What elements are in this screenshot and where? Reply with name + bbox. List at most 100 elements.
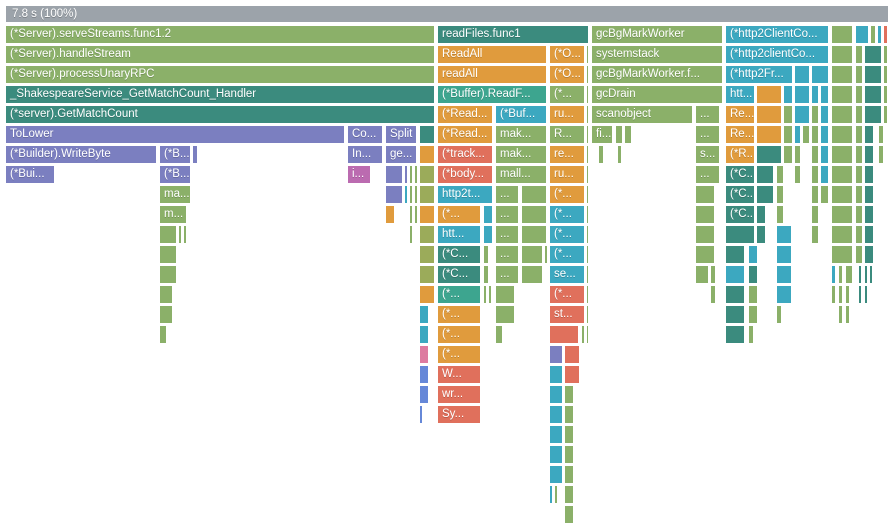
flame-frame-unlabeled[interactable]	[831, 185, 853, 204]
flame-frame-unlabeled[interactable]	[811, 205, 819, 224]
flame-frame[interactable]: Co...	[347, 125, 383, 144]
flame-frame-unlabeled[interactable]	[776, 165, 784, 184]
flame-frame[interactable]: (*...	[549, 85, 585, 104]
flame-frame-unlabeled[interactable]	[748, 325, 754, 344]
flame-frame[interactable]: ReadAll	[437, 45, 547, 64]
flame-frame[interactable]: (*R...	[725, 145, 755, 164]
flame-frame[interactable]: _ShakespeareService_GetMatchCount_Handle…	[5, 85, 435, 104]
flame-frame[interactable]: (*...	[549, 225, 585, 244]
flame-frame-unlabeled[interactable]	[855, 185, 863, 204]
flame-frame-unlabeled[interactable]	[586, 325, 589, 344]
flame-frame-unlabeled[interactable]	[811, 165, 819, 184]
flame-frame-unlabeled[interactable]	[192, 145, 198, 164]
flame-frame-unlabeled[interactable]	[794, 65, 810, 84]
flame-frame[interactable]: mak...	[495, 125, 547, 144]
flame-frame[interactable]: Re...	[725, 105, 755, 124]
flame-frame-unlabeled[interactable]	[615, 125, 623, 144]
flame-frame-unlabeled[interactable]	[855, 125, 863, 144]
flame-frame[interactable]: readFiles.func1	[437, 25, 589, 44]
flame-frame[interactable]: st...	[549, 305, 585, 324]
flame-frame[interactable]: (*...	[549, 285, 585, 304]
flame-frame-unlabeled[interactable]	[820, 105, 829, 124]
flame-frame[interactable]: ...	[695, 165, 720, 184]
flame-frame-unlabeled[interactable]	[756, 205, 766, 224]
flame-frame-unlabeled[interactable]	[831, 25, 853, 44]
flame-frame-unlabeled[interactable]	[831, 125, 853, 144]
flame-frame-unlabeled[interactable]	[883, 25, 888, 44]
flame-frame[interactable]: (*server).GetMatchCount	[5, 105, 435, 124]
flame-frame[interactable]: scanobject	[591, 105, 693, 124]
flame-frame-unlabeled[interactable]	[586, 145, 589, 164]
flame-frame[interactable]: (*O...	[549, 65, 585, 84]
flame-frame-unlabeled[interactable]	[483, 285, 487, 304]
flame-frame[interactable]: ma...	[159, 185, 191, 204]
flame-frame-unlabeled[interactable]	[831, 245, 853, 264]
flame-frame-unlabeled[interactable]	[878, 145, 884, 164]
flame-frame[interactable]: gcBgMarkWorker.f...	[591, 65, 723, 84]
flame-frame-unlabeled[interactable]	[776, 225, 792, 244]
flame-frame[interactable]: s...	[695, 145, 720, 164]
flame-frame-unlabeled[interactable]	[419, 165, 435, 184]
flame-frame-unlabeled[interactable]	[855, 45, 863, 64]
flame-frame-unlabeled[interactable]	[586, 125, 589, 144]
flame-frame-unlabeled[interactable]	[831, 85, 853, 104]
flame-frame-unlabeled[interactable]	[385, 205, 395, 224]
flame-frame-unlabeled[interactable]	[159, 285, 173, 304]
flame-frame[interactable]: (*body...	[437, 165, 493, 184]
flame-frame-unlabeled[interactable]	[783, 125, 793, 144]
flame-frame[interactable]: (*C...	[437, 265, 481, 284]
flame-frame-unlabeled[interactable]	[710, 265, 716, 284]
flame-frame-unlabeled[interactable]	[831, 225, 853, 244]
flame-frame-unlabeled[interactable]	[831, 265, 836, 284]
flame-frame-unlabeled[interactable]	[811, 125, 819, 144]
flame-frame-unlabeled[interactable]	[419, 265, 435, 284]
flame-frame-unlabeled[interactable]	[554, 485, 558, 504]
flame-frame-unlabeled[interactable]	[878, 125, 884, 144]
flame-frame[interactable]: (*Server).handleStream	[5, 45, 435, 64]
flame-frame[interactable]: ...	[695, 105, 720, 124]
flame-frame-unlabeled[interactable]	[419, 205, 435, 224]
flame-frame-unlabeled[interactable]	[864, 285, 868, 304]
flame-frame-unlabeled[interactable]	[586, 245, 589, 264]
flame-frame-unlabeled[interactable]	[159, 305, 173, 324]
flame-frame-unlabeled[interactable]	[419, 385, 429, 404]
flame-frame-unlabeled[interactable]	[855, 145, 863, 164]
flame-frame[interactable]: Re...	[725, 125, 755, 144]
flame-frame[interactable]: (*...	[437, 305, 481, 324]
flame-frame-unlabeled[interactable]	[549, 345, 563, 364]
flame-frame-unlabeled[interactable]	[864, 65, 882, 84]
flame-frame-unlabeled[interactable]	[586, 265, 589, 284]
flame-frame-unlabeled[interactable]	[549, 425, 563, 444]
flame-frame-unlabeled[interactable]	[864, 165, 874, 184]
flame-frame[interactable]: (*Server).serveStreams.func1.2	[5, 25, 435, 44]
flame-frame[interactable]: (*...	[549, 185, 585, 204]
flame-frame-unlabeled[interactable]	[748, 305, 758, 324]
flame-frame[interactable]: (*Bui...	[5, 165, 55, 184]
flame-frame-unlabeled[interactable]	[495, 305, 515, 324]
flame-frame-unlabeled[interactable]	[864, 205, 874, 224]
flame-frame-unlabeled[interactable]	[564, 425, 574, 444]
flame-frame-unlabeled[interactable]	[564, 505, 574, 524]
flame-frame-unlabeled[interactable]	[419, 185, 435, 204]
flame-frame-unlabeled[interactable]	[495, 285, 515, 304]
flame-frame-unlabeled[interactable]	[695, 185, 715, 204]
flame-frame-unlabeled[interactable]	[159, 245, 177, 264]
flame-frame-unlabeled[interactable]	[586, 225, 589, 244]
flame-frame[interactable]: wr...	[437, 385, 481, 404]
flame-frame-unlabeled[interactable]	[385, 185, 403, 204]
flame-frame[interactable]: In...	[347, 145, 383, 164]
flame-frame[interactable]: ...	[495, 225, 519, 244]
flame-frame-unlabeled[interactable]	[883, 105, 888, 124]
flame-frame-unlabeled[interactable]	[521, 185, 547, 204]
flame-frame-unlabeled[interactable]	[544, 245, 548, 264]
flame-frame-unlabeled[interactable]	[831, 145, 853, 164]
flame-frame-unlabeled[interactable]	[549, 485, 553, 504]
flame-frame-unlabeled[interactable]	[776, 245, 792, 264]
flame-frame-unlabeled[interactable]	[883, 85, 888, 104]
flame-frame-unlabeled[interactable]	[794, 145, 801, 164]
flame-frame-unlabeled[interactable]	[419, 325, 429, 344]
flame-frame-unlabeled[interactable]	[783, 85, 793, 104]
flame-frame-unlabeled[interactable]	[586, 305, 589, 324]
flame-frame-unlabeled[interactable]	[748, 245, 758, 264]
